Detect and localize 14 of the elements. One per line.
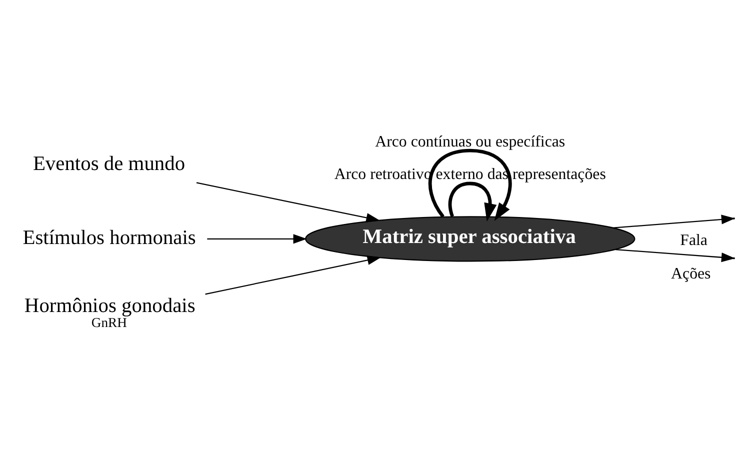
edge-label: Ações [670, 265, 710, 282]
edge-label: Arco retroativo externo das representações [334, 166, 606, 183]
arrow [204, 254, 381, 294]
arrow [196, 182, 380, 222]
node-text: Estímulos hormonais [22, 226, 196, 248]
edge-label: Fala [680, 232, 707, 249]
arrow [448, 181, 496, 221]
arrow [428, 148, 512, 221]
node-text: Eventos de mundo [32, 152, 185, 175]
arrow [613, 214, 735, 228]
node-text: Hormônios gonodais [24, 294, 195, 317]
arrow [206, 234, 306, 244]
node-ellipse: Matriz super associativa [304, 216, 635, 262]
edge-label: Arco contínuas ou específicas [374, 132, 565, 150]
